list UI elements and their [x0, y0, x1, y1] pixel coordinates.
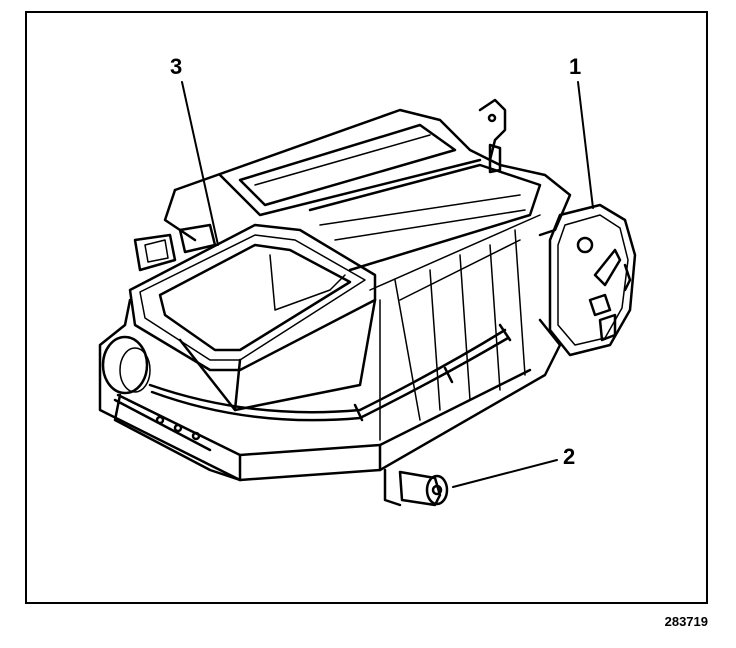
- actuator-end-plate: [548, 203, 637, 357]
- callout-3-label: 3: [170, 54, 183, 79]
- figure-number: 283719: [664, 614, 708, 629]
- housing-ribs: [369, 214, 541, 441]
- drain-fitting: [383, 468, 449, 507]
- housing-body: [98, 298, 562, 482]
- callout-2-label: 2: [563, 444, 576, 469]
- diagram-frame: [25, 11, 708, 604]
- leader-lines: [181, 81, 594, 488]
- blower-motor: [101, 223, 217, 395]
- vacuum-hose: [148, 323, 512, 422]
- mounting-bracket: [478, 98, 507, 174]
- callout-1-label: 1: [569, 54, 582, 79]
- inlet-duct: [128, 223, 377, 412]
